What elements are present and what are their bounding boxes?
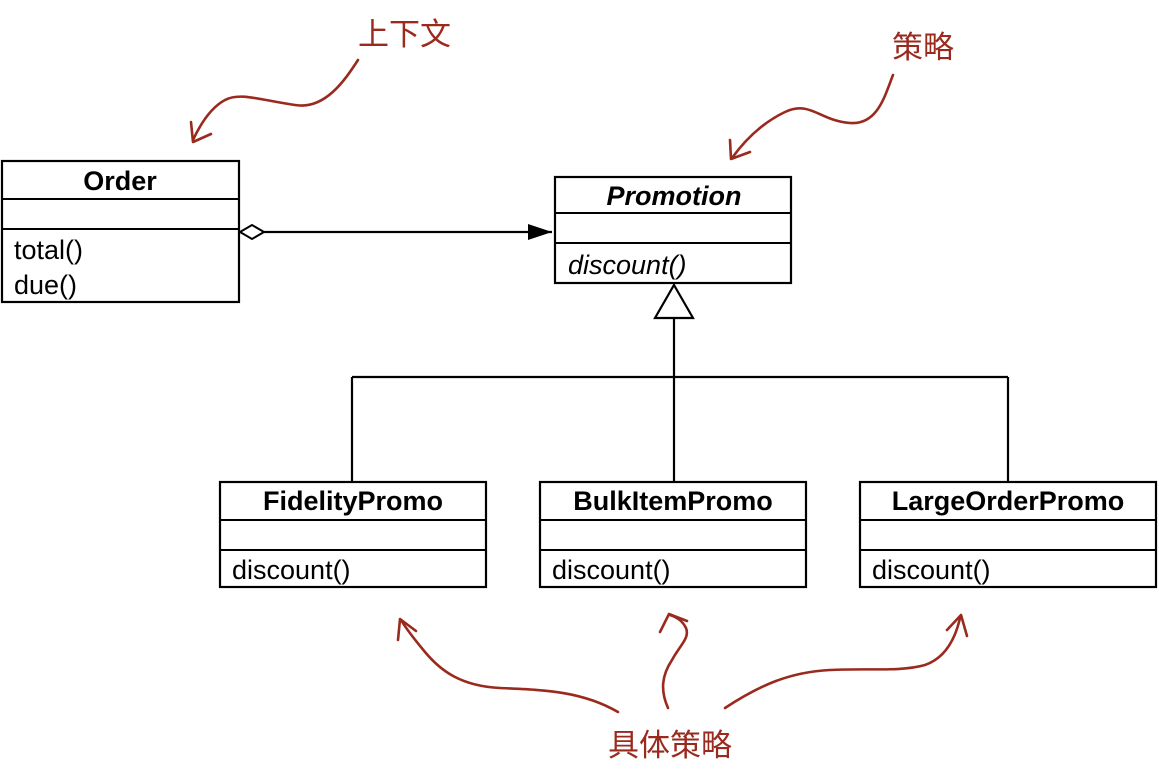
- inheritance-triangle: [653, 282, 695, 320]
- class-bulkitempromo[interactable]: BulkItemPromo discount(): [538, 480, 808, 589]
- generalization-tree: [350, 282, 1010, 482]
- annotation-context-arrowhead: [189, 120, 213, 144]
- promotion-class-name: Promotion: [607, 181, 742, 211]
- bulkitempromo-box: [538, 480, 808, 589]
- order-method-total: total(): [14, 235, 83, 265]
- fidelitypromo-class-name: FidelityPromo: [263, 486, 443, 516]
- aggregation-diamond: [238, 223, 266, 241]
- annotation-strategy: 策略: [728, 30, 954, 161]
- aggregation-association: [238, 223, 552, 241]
- annotation-arrow-to-largeorderpromo: [723, 616, 962, 710]
- bulkitempromo-class-name: BulkItemPromo: [573, 486, 773, 516]
- promotion-method-discount: discount(): [568, 250, 687, 280]
- class-promotion[interactable]: Promotion discount(): [553, 175, 793, 285]
- annotation-strategy-arrowhead: [728, 138, 752, 161]
- annotation-arrowhead-fidelitypromo: [396, 617, 418, 642]
- annotation-context: 上下文: [189, 17, 451, 144]
- annotation-concrete-strategy-label: 具体策略: [608, 728, 732, 764]
- order-box: [0, 159, 241, 304]
- largeorderpromo-class-name: LargeOrderPromo: [892, 486, 1125, 516]
- annotation-arrow-to-bulkitempromo: [661, 613, 689, 710]
- order-class-name: Order: [83, 166, 157, 196]
- bulkitempromo-method-discount: discount(): [552, 555, 671, 585]
- annotation-strategy-arrow-curve: [730, 73, 895, 160]
- largeorderpromo-method-discount: discount(): [872, 555, 991, 585]
- fidelitypromo-method-discount: discount(): [232, 555, 351, 585]
- annotation-context-label: 上下文: [358, 17, 451, 53]
- largeorderpromo-box: [858, 480, 1158, 589]
- annotation-context-arrow-curve: [191, 58, 360, 142]
- promotion-box: [553, 175, 793, 285]
- class-largeorderpromo[interactable]: LargeOrderPromo discount(): [858, 480, 1158, 589]
- annotation-arrowhead-bulkitempromo: [658, 612, 689, 634]
- class-fidelitypromo[interactable]: FidelityPromo discount(): [218, 480, 488, 589]
- fidelitypromo-box: [218, 480, 488, 589]
- order-method-due: due(): [14, 270, 77, 300]
- annotation-concrete-strategy: 具体策略: [396, 612, 969, 764]
- annotation-strategy-label: 策略: [892, 30, 954, 66]
- class-order[interactable]: Order total() due(): [0, 159, 241, 304]
- annotation-arrow-to-fidelitypromo: [399, 618, 620, 714]
- annotation-arrowhead-largeorderpromo: [945, 613, 969, 638]
